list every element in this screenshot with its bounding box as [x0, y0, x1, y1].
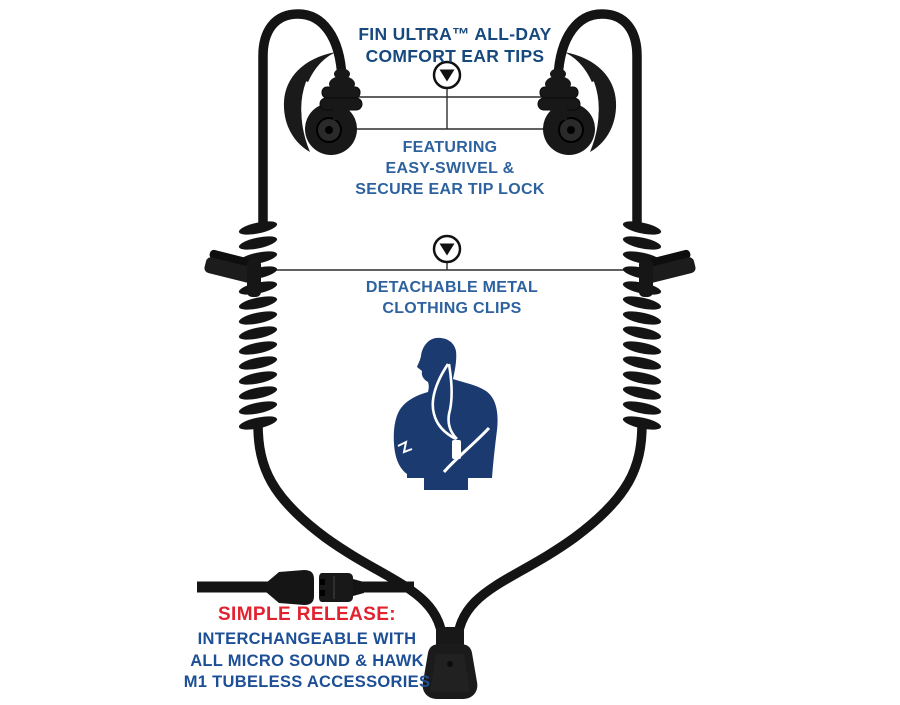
arm-fold-line: [442, 426, 491, 473]
annotation-lines: [248, 88, 652, 271]
bottom-connector: [422, 627, 478, 699]
release-male-connector: [319, 573, 353, 602]
ear-tips-label-line1: FIN ULTRA™ ALL-DAY: [358, 24, 552, 44]
hand-detail: [397, 440, 413, 454]
simple-release-heading: SIMPLE RELEASE:: [217, 604, 397, 625]
worn-mic-badge: [452, 440, 461, 459]
clips-label-line2: CLOTHING CLIPS: [382, 300, 522, 317]
male-connector-slot: [320, 590, 325, 596]
male-connector-slot: [320, 579, 325, 585]
person-silhouette: [393, 337, 498, 490]
connector-dimple: [447, 661, 453, 667]
connector-panel: [430, 654, 470, 692]
simple-release-description: INTERCHANGEABLE WITH ALL MICRO SOUND & H…: [157, 629, 457, 694]
pointer-markers: [432, 60, 462, 264]
release-female-connector: [266, 570, 314, 605]
worn-earpiece-cord-back: [447, 363, 458, 440]
swivel-label: FEATURING EASY-SWIVEL & SECURE EAR TIP L…: [300, 137, 600, 200]
swivel-label-line1: FEATURING: [402, 139, 498, 156]
connector-collar: [436, 627, 464, 648]
release-line2: ALL MICRO SOUND & HAWK: [190, 651, 424, 670]
ear-tips-pointer-icon: [432, 60, 462, 90]
clips-label: DETACHABLE METAL CLOTHING CLIPS: [302, 277, 602, 319]
release-line3: M1 TUBELESS ACCESSORIES: [183, 673, 431, 691]
clips-label-line1: DETACHABLE METAL: [365, 279, 539, 296]
release-male-taper: [353, 579, 364, 596]
ear-tips-label-line2: COMFORT EAR TIPS: [365, 46, 545, 66]
simple-release-graphic: [197, 570, 414, 605]
silhouette-body: [393, 337, 498, 490]
worn-earpiece-cord: [431, 363, 457, 441]
clips-pointer-icon: [432, 234, 462, 264]
release-line1: INTERCHANGEABLE WITH: [197, 630, 417, 648]
swivel-label-line2: EASY-SWIVEL &: [385, 160, 515, 177]
swivel-label-line3: SECURE EAR TIP LOCK: [355, 181, 545, 198]
left-assembly: [203, 14, 443, 648]
ear-tips-label: FIN ULTRA™ ALL-DAY COMFORT EAR TIPS: [305, 23, 605, 67]
right-assembly: [457, 14, 697, 648]
